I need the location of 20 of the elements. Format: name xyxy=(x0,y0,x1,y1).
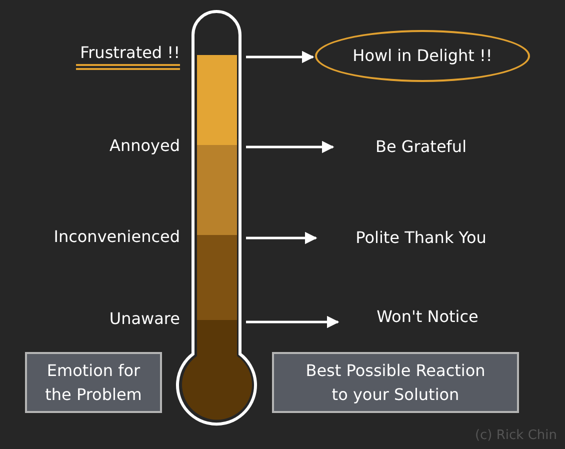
highlight-ellipse xyxy=(315,30,530,82)
caption-box xyxy=(25,352,162,413)
arrow xyxy=(246,140,334,154)
thermometer-band xyxy=(197,145,237,235)
reaction-text: Polite Thank You xyxy=(318,226,524,250)
reaction-text: Howl in Delight !! xyxy=(352,46,492,66)
caption-text: Best Possible Reaction to your Solution xyxy=(304,360,486,406)
reaction-text: Won't Notice xyxy=(340,305,515,329)
emotion-label: Annoyed xyxy=(110,136,180,156)
arrow xyxy=(246,50,314,64)
thermometer-band xyxy=(197,55,237,145)
emotion-label: Unaware xyxy=(109,309,180,329)
thermometer-band xyxy=(197,235,237,320)
highlighted-label: Frustrated !! xyxy=(76,43,180,70)
emotion-label: Inconvenienced xyxy=(54,227,180,247)
caption-text: Emotion for the Problem xyxy=(44,360,143,406)
reaction-text: Be Grateful xyxy=(335,135,507,159)
arrow xyxy=(246,232,318,244)
arrow xyxy=(246,316,340,328)
caption-box xyxy=(272,352,519,413)
